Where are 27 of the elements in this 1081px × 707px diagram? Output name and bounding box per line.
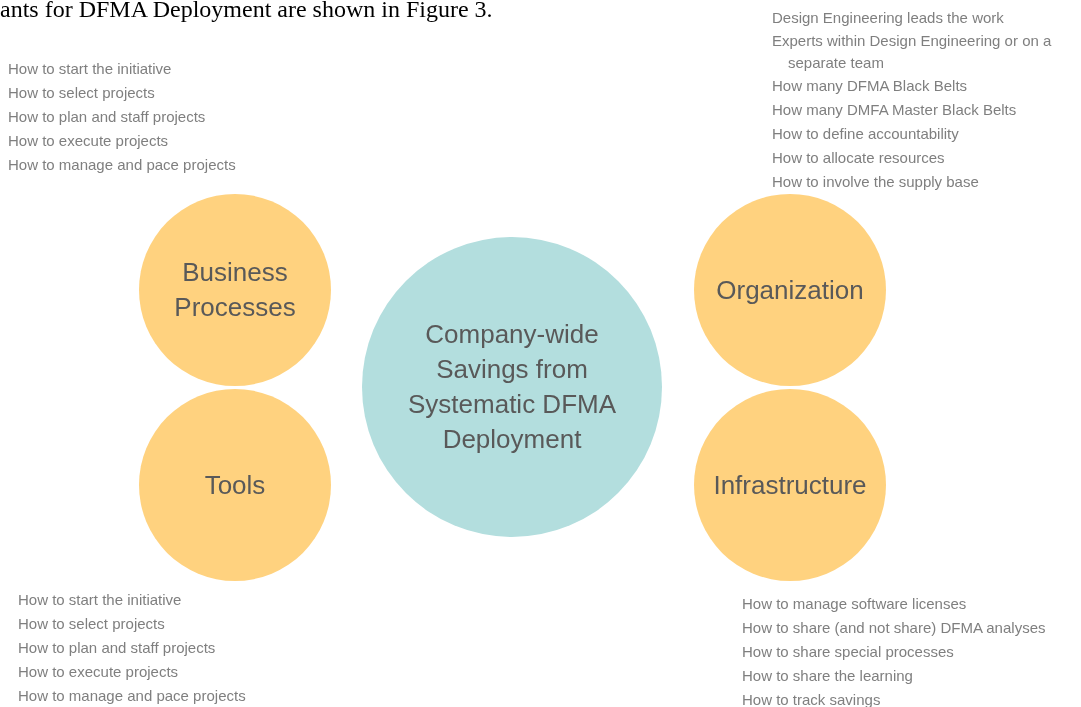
list-item: How to manage and pace projects	[8, 155, 237, 175]
list-item: How to share (and not share) DFMA analyses	[742, 618, 1047, 638]
list-item: How to share special processes	[742, 642, 955, 662]
list-item: Design Engineering leads the work	[772, 8, 1005, 28]
list-item: How to select projects	[18, 614, 166, 634]
list-item: How to plan and staff projects	[18, 638, 217, 658]
circle-title: Infrastructure	[712, 468, 868, 502]
list-item: How to select projects	[8, 83, 156, 103]
list-item: How many DMFA Master Black Belts	[772, 100, 1018, 120]
list-item: How to plan and staff projects	[8, 107, 207, 127]
list-item: How to execute projects	[8, 131, 170, 151]
circle-title: Business Processes	[173, 256, 297, 324]
circle-title: Tools	[203, 468, 267, 502]
list-item: How to involve the supply base	[772, 172, 980, 192]
list-item: How to manage and pace projects	[18, 686, 247, 706]
circle-title: Company-wide Savings from Systematic DFMA Deployment	[407, 318, 617, 456]
list-item: How to start the initiative	[8, 59, 173, 79]
list-item: How to start the initiative	[18, 590, 183, 610]
list-item: How to share the learning	[742, 666, 914, 686]
list-item: How to allocate resources	[772, 148, 946, 168]
list-item: How to manage software licenses	[742, 594, 968, 614]
list-item: How many DFMA Black Belts	[772, 76, 969, 96]
body-text: ants for DFMA Deployment are shown in Figure 3.	[0, 0, 493, 23]
list-item: How to define accountability	[772, 124, 960, 144]
list-item: Experts within Design Engineering or on a separate team	[772, 31, 1053, 73]
circle-title: Organization	[715, 273, 865, 307]
list-item: How to execute projects	[18, 662, 180, 682]
